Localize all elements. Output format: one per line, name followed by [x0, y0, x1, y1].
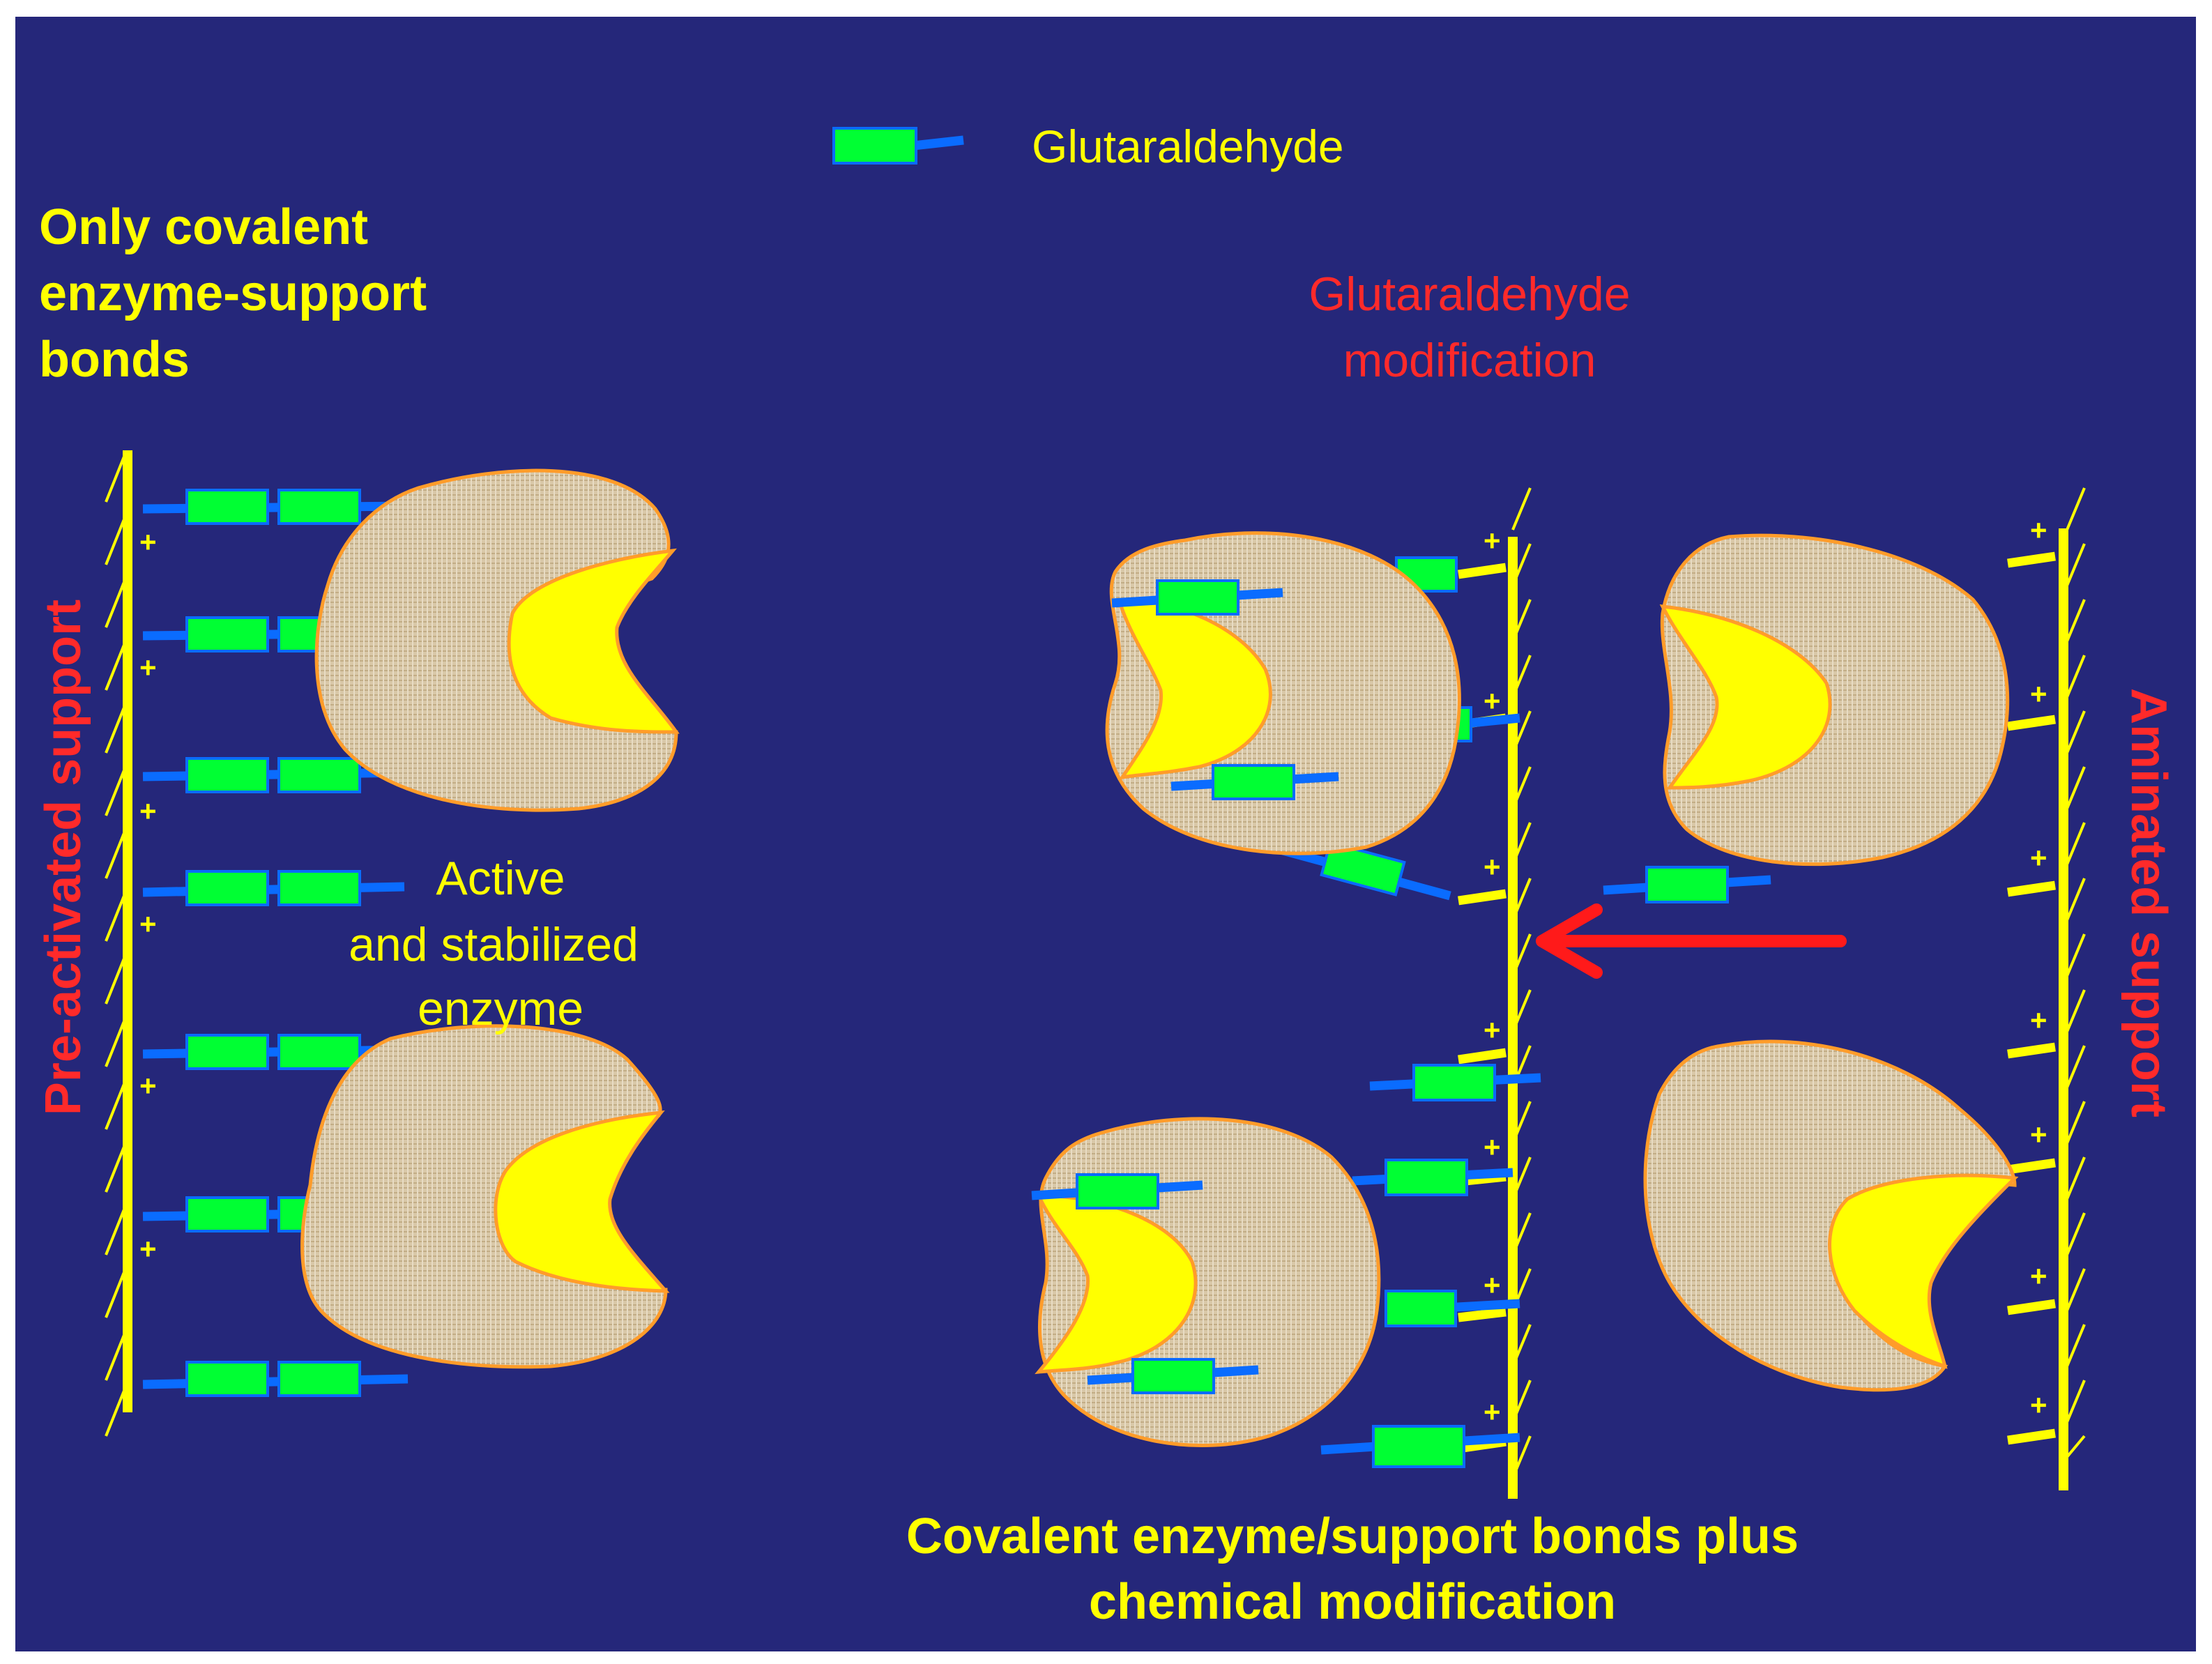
charge-plus: +	[1483, 1014, 1501, 1046]
active-site	[1828, 1173, 2019, 1369]
charge-plus: +	[139, 1069, 157, 1102]
bottom-title-line-1: Covalent enzyme/support bonds plus	[906, 1509, 1799, 1564]
active-label-line-2: and stabilized	[349, 918, 639, 971]
left-charges: + + + + + +	[139, 526, 157, 1265]
enzyme	[300, 1024, 670, 1369]
charge-plus: +	[1483, 850, 1501, 883]
support-hatching	[1511, 487, 1532, 1479]
support-bar	[123, 450, 132, 1412]
active-site	[507, 548, 680, 734]
support-bar	[2059, 528, 2068, 1490]
modified-support	[1508, 487, 1532, 1499]
pre-activated-support	[105, 450, 132, 1437]
active-label-line-3: enzyme	[418, 982, 583, 1035]
bottom-title: Covalent enzyme/support bonds plus chemi…	[906, 1509, 1799, 1630]
active-site	[1035, 1193, 1198, 1375]
charge-plus: +	[2030, 1260, 2047, 1292]
charge-plus: +	[1483, 524, 1501, 557]
glut-mod-line-1: Glutaraldehyde	[1309, 268, 1630, 321]
middle-charges: + + + + + + +	[1483, 524, 1501, 1428]
glutaraldehyde-modification-label: Glutaraldehyde modification	[1309, 268, 1630, 387]
charge-plus: +	[139, 908, 157, 940]
enzyme	[314, 468, 680, 812]
active-label-line-1: Active	[436, 852, 565, 905]
charge-plus: +	[1483, 685, 1501, 717]
linker-row	[142, 1361, 409, 1397]
reaction-arrow	[1536, 903, 1847, 979]
enzyme	[1643, 1039, 2019, 1392]
legend-glutaraldehyde-icon	[832, 127, 917, 165]
active-site	[1659, 604, 1832, 790]
active-enzyme-label: Active and stabilized enzyme	[349, 852, 639, 1035]
charge-plus: +	[1483, 1269, 1501, 1302]
charge-plus: +	[139, 795, 157, 827]
pre-activated-support-label: Pre-activated support	[36, 600, 91, 1115]
linker-row	[142, 489, 409, 525]
bottom-title-line-2: chemical modification	[1089, 1574, 1616, 1630]
charge-plus: +	[1483, 1396, 1501, 1428]
linker-row	[142, 1034, 409, 1070]
enzyme	[1105, 531, 1461, 855]
free-glutaraldehyde	[1603, 866, 1771, 903]
left-title-line-2: enzyme-support	[39, 266, 427, 321]
charge-plus: +	[2030, 514, 2047, 547]
legend: Glutaraldehyde	[832, 121, 1344, 172]
enzyme-body	[1643, 1039, 2017, 1392]
charge-plus: +	[1483, 1131, 1501, 1163]
active-site	[494, 1110, 670, 1293]
left-title: Only covalent enzyme-support bonds	[39, 199, 427, 388]
enzyme	[1659, 533, 2010, 867]
right-charges: + + + + + + +	[2030, 514, 2047, 1421]
support-hatching	[2066, 487, 2086, 1458]
charge-plus: +	[139, 526, 157, 558]
charge-plus: +	[139, 651, 157, 684]
charge-plus: +	[2030, 1118, 2047, 1151]
left-title-line-1: Only covalent	[39, 199, 368, 255]
aminated-support-label: Aminated support	[2121, 688, 2176, 1117]
charge-plus: +	[2030, 841, 2047, 874]
legend-glutaraldehyde-tail	[913, 135, 964, 151]
support-hatching	[105, 452, 127, 1437]
amine-groups	[2007, 551, 2056, 1445]
linker-row	[142, 870, 405, 906]
enzyme-body	[1660, 533, 2010, 867]
glut-mod-line-2: modification	[1343, 334, 1596, 387]
active-site	[1116, 597, 1272, 780]
charge-plus: +	[2030, 1004, 2047, 1037]
aminated-support	[2059, 487, 2086, 1490]
left-linkers	[142, 489, 409, 1397]
support-bar	[1508, 537, 1518, 1499]
left-title-line-3: bonds	[39, 332, 190, 388]
enzyme	[1031, 1117, 1381, 1447]
legend-label: Glutaraldehyde	[1032, 121, 1344, 172]
charge-plus: +	[2030, 678, 2047, 710]
charge-plus: +	[139, 1232, 157, 1265]
linker-row	[142, 757, 409, 793]
charge-plus: +	[2030, 1389, 2047, 1421]
